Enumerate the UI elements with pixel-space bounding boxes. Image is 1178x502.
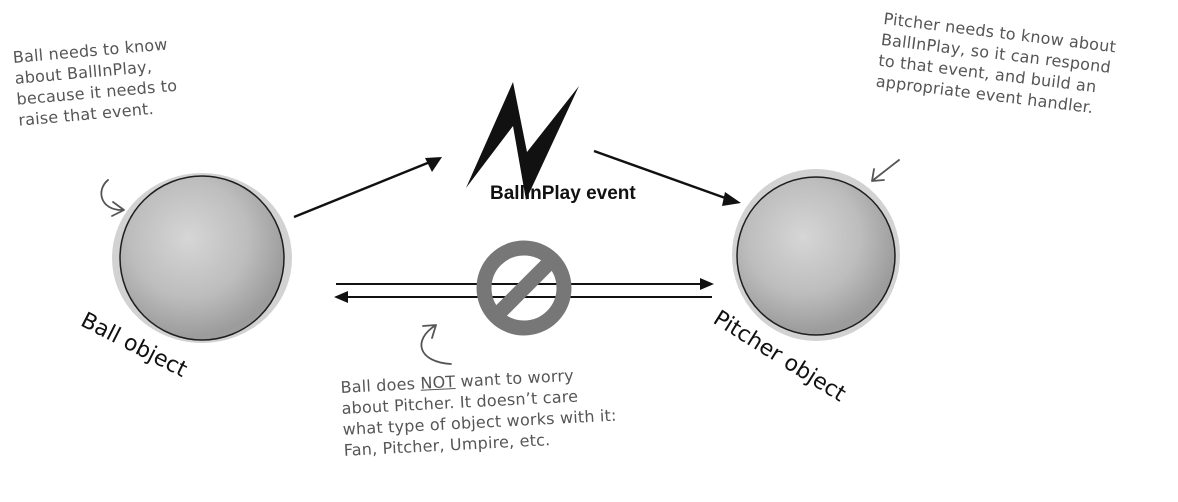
- bottom-note: Ball does NOT want to worry about Pitche…: [340, 363, 618, 461]
- ball-note-pointer-arrow: [101, 180, 124, 216]
- ball-object: [112, 173, 292, 343]
- prohibition-icon: [484, 248, 564, 328]
- event-label: BallInPlay event: [490, 183, 636, 205]
- pitcher-object: [732, 169, 900, 341]
- ball-note: Ball needs to know about BallInPlay, bec…: [12, 33, 180, 131]
- raise-event-arrow: [294, 157, 442, 217]
- pitcher-note-pointer-arrow: [872, 160, 899, 181]
- bottom-note-pointer-arrow: [421, 325, 451, 364]
- bottom-note-emphasis: NOT: [420, 372, 456, 393]
